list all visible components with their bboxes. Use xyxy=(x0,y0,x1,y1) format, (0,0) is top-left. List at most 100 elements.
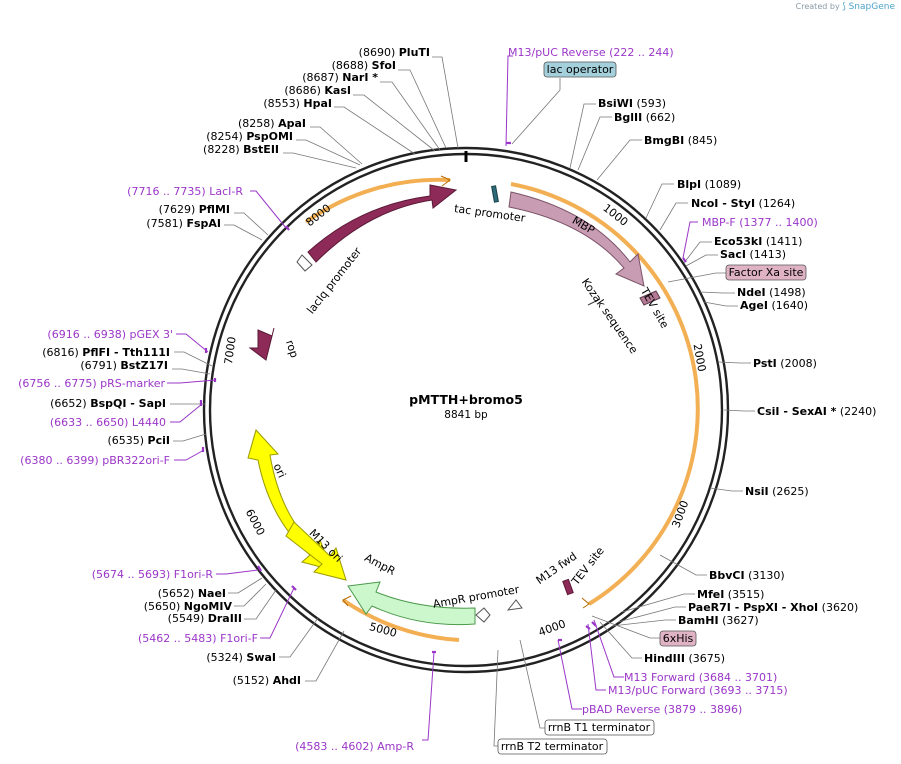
enzyme-leaders-right xyxy=(569,103,755,659)
enzyme-ncoi-styi: NcoI - StyI (1264) xyxy=(691,197,795,210)
laciq-promoter-arrow xyxy=(296,254,313,272)
enzyme-bamhi: BamHI (3627) xyxy=(678,614,759,627)
enzyme-ndei: NdeI (1498) xyxy=(737,286,806,299)
enzyme-eco53ki: Eco53kI (1411) xyxy=(714,235,802,248)
primer-l4440: (6633 .. 6650) L4440 xyxy=(50,416,166,429)
laci-arrow xyxy=(307,184,458,263)
ampr-arrow xyxy=(347,581,476,626)
enzyme-ngomiv: (5650) NgoMIV xyxy=(144,600,233,613)
rop-label: rop xyxy=(283,338,301,359)
orf-laci-arc xyxy=(304,177,451,224)
plasmid-name: pMTTH+bromo5 xyxy=(409,392,523,407)
primer-leaders xyxy=(167,55,726,747)
tick-4000: 4000 xyxy=(537,617,568,639)
enzyme-agei: AgeI (1640) xyxy=(740,299,808,312)
enzyme-nsii: NsiI (2625) xyxy=(745,485,809,498)
primer-labels: M13/pUC Reverse (222 .. 244) (7716 .. 77… xyxy=(18,46,818,753)
lac-operator-box xyxy=(543,61,617,78)
orf-ampr-arrowhead xyxy=(342,595,352,607)
enzyme-bglii: BglII (662) xyxy=(614,111,675,124)
enzyme-fspai: (7581) FspAI xyxy=(146,217,221,230)
enzyme-labels-left: (8690) PluTI (8688) SfoI (8687) NarI * (… xyxy=(42,46,430,687)
enzyme-apai: (8258) ApaI xyxy=(238,117,306,130)
feature-arrows xyxy=(247,184,661,626)
6xhis-label: 6xHis xyxy=(663,632,694,645)
enzyme-swai: (5324) SwaI xyxy=(206,651,276,664)
enzyme-mfei: MfeI (3515) xyxy=(697,588,764,601)
enzyme-nari: (8687) NarI * xyxy=(302,71,378,84)
rrnb-t1-box xyxy=(544,719,655,736)
primer-m13-forward: M13 Forward (3684 .. 3701) xyxy=(624,671,777,684)
enzyme-leaders-left xyxy=(170,56,459,682)
enzyme-hindiii: HindIII (3675) xyxy=(644,652,725,665)
tev-site-mark-2 xyxy=(562,578,574,596)
primer-pbad-reverse: pBAD Reverse (3879 .. 3896) xyxy=(582,703,742,716)
kozak-label: Kozak sequence xyxy=(579,276,641,356)
ampr-label: AmpR xyxy=(362,551,397,578)
factor-xa-label: Factor Xa site xyxy=(729,266,804,279)
rrnb-t2-box xyxy=(497,738,608,755)
watermark-text: Created by xyxy=(795,2,840,11)
enzyme-psti: PstI (2008) xyxy=(753,357,817,370)
enzyme-ahdi: (5152) AhdI xyxy=(233,674,301,687)
tev-site-mark xyxy=(639,290,661,306)
enzyme-bsteii: (8228) BstEII xyxy=(203,143,279,156)
primer-marks xyxy=(199,141,687,654)
orf-highlights xyxy=(304,177,700,642)
enzyme-draiii: (5549) DraIII xyxy=(168,612,242,625)
primer-m13-puc-reverse: M13/pUC Reverse (222 .. 244) xyxy=(508,46,674,59)
m13-ori-arrow xyxy=(285,521,347,581)
orf-laci-arrowhead xyxy=(440,175,451,187)
boxed-labels: lac operator Factor Xa site 6xHis rrnB T… xyxy=(497,61,807,755)
lac-operator-label: lac operator xyxy=(547,63,614,76)
mbp-arrow xyxy=(508,191,645,287)
tick-3000: 3000 xyxy=(670,499,692,530)
enzyme-bsiwi: BsiWI (593) xyxy=(598,97,666,110)
enzyme-saci: SacI (1413) xyxy=(720,248,786,261)
factor-xa-box xyxy=(725,264,807,281)
enzyme-labels-right: BsiWI (593) BglII (662) BmgBI (845) BlpI… xyxy=(598,97,876,665)
rrnb-t1-label: rrnB T1 terminator xyxy=(548,721,651,734)
snapgene-logo: ⟆ SnapGene xyxy=(842,2,895,12)
enzyme-hpai: (8553) HpaI xyxy=(263,97,332,110)
tick-2000: 2000 xyxy=(691,343,709,373)
enzyme-naei: (5652) NaeI xyxy=(158,587,226,600)
ori-label: ori xyxy=(271,461,289,479)
snapgene-brand: SnapGene xyxy=(848,2,895,12)
primer-laci-r: (7716 .. 7735) LacI-R xyxy=(127,185,243,198)
kozak-mark xyxy=(587,298,601,306)
enzyme-pspomi: (8254) PspOMI xyxy=(206,130,293,143)
orf-mbp-arc xyxy=(510,182,700,606)
primer-m13-puc-forward: M13/pUC Forward (3693 .. 3715) xyxy=(608,684,788,697)
primer-pgex-3: (6916 .. 6938) pGEX 3' xyxy=(47,328,173,341)
tick-6000: 6000 xyxy=(243,507,268,538)
laci-label: lacI xyxy=(363,224,388,244)
watermark: Created by ⟆ SnapGene xyxy=(796,2,895,12)
orf-mbp-arrowhead xyxy=(581,597,590,609)
enzyme-pflmi: (7629) PflMI xyxy=(159,203,230,216)
enzyme-bspqi-sapi: (6652) BspQI - SapI xyxy=(50,397,166,410)
6xhis-box xyxy=(659,630,697,647)
enzyme-pluti: (8690) PluTI xyxy=(359,46,430,59)
enzyme-paer7i-pspxi-xhoi: PaeR7I - PspXI - XhoI (3620) xyxy=(688,601,858,614)
primer-amp-r: (4583 .. 4602) Amp-R xyxy=(295,740,414,753)
primer-f1ori-r: (5674 .. 5693) F1ori-R xyxy=(92,568,214,581)
enzyme-pcii: (6535) PciI xyxy=(107,434,170,447)
primer-f1ori-f: (5462 .. 5483) F1ori-F xyxy=(138,632,258,645)
rrnb-t2-label: rrnB T2 terminator xyxy=(501,740,604,753)
ampr-promoter-label: AmpR promoter xyxy=(432,583,521,611)
enzyme-csii-sexai: CsiI - SexAI * (2240) xyxy=(757,405,876,418)
enzyme-sfoi: (8688) SfoI xyxy=(332,59,396,72)
tev-site-2-label: TEV site xyxy=(568,544,606,588)
enzyme-pflfi-tth111i: (6816) PflFI - Tth111I xyxy=(42,346,170,359)
primer-prs-marker: (6756 .. 6775) pRS-marker xyxy=(18,377,165,390)
enzyme-bbvci: BbvCI (3130) xyxy=(709,569,785,582)
enzyme-kasi: (8686) KasI xyxy=(284,84,351,97)
primer-pbr322ori-f: (6380 .. 6399) pBR322ori-F xyxy=(20,454,170,467)
tac-promoter-mark xyxy=(491,185,499,203)
rop-arrow xyxy=(248,327,275,361)
orf-ampr-arc xyxy=(341,598,460,642)
tick-7000: 7000 xyxy=(222,336,239,366)
tick-5000: 5000 xyxy=(368,620,398,640)
